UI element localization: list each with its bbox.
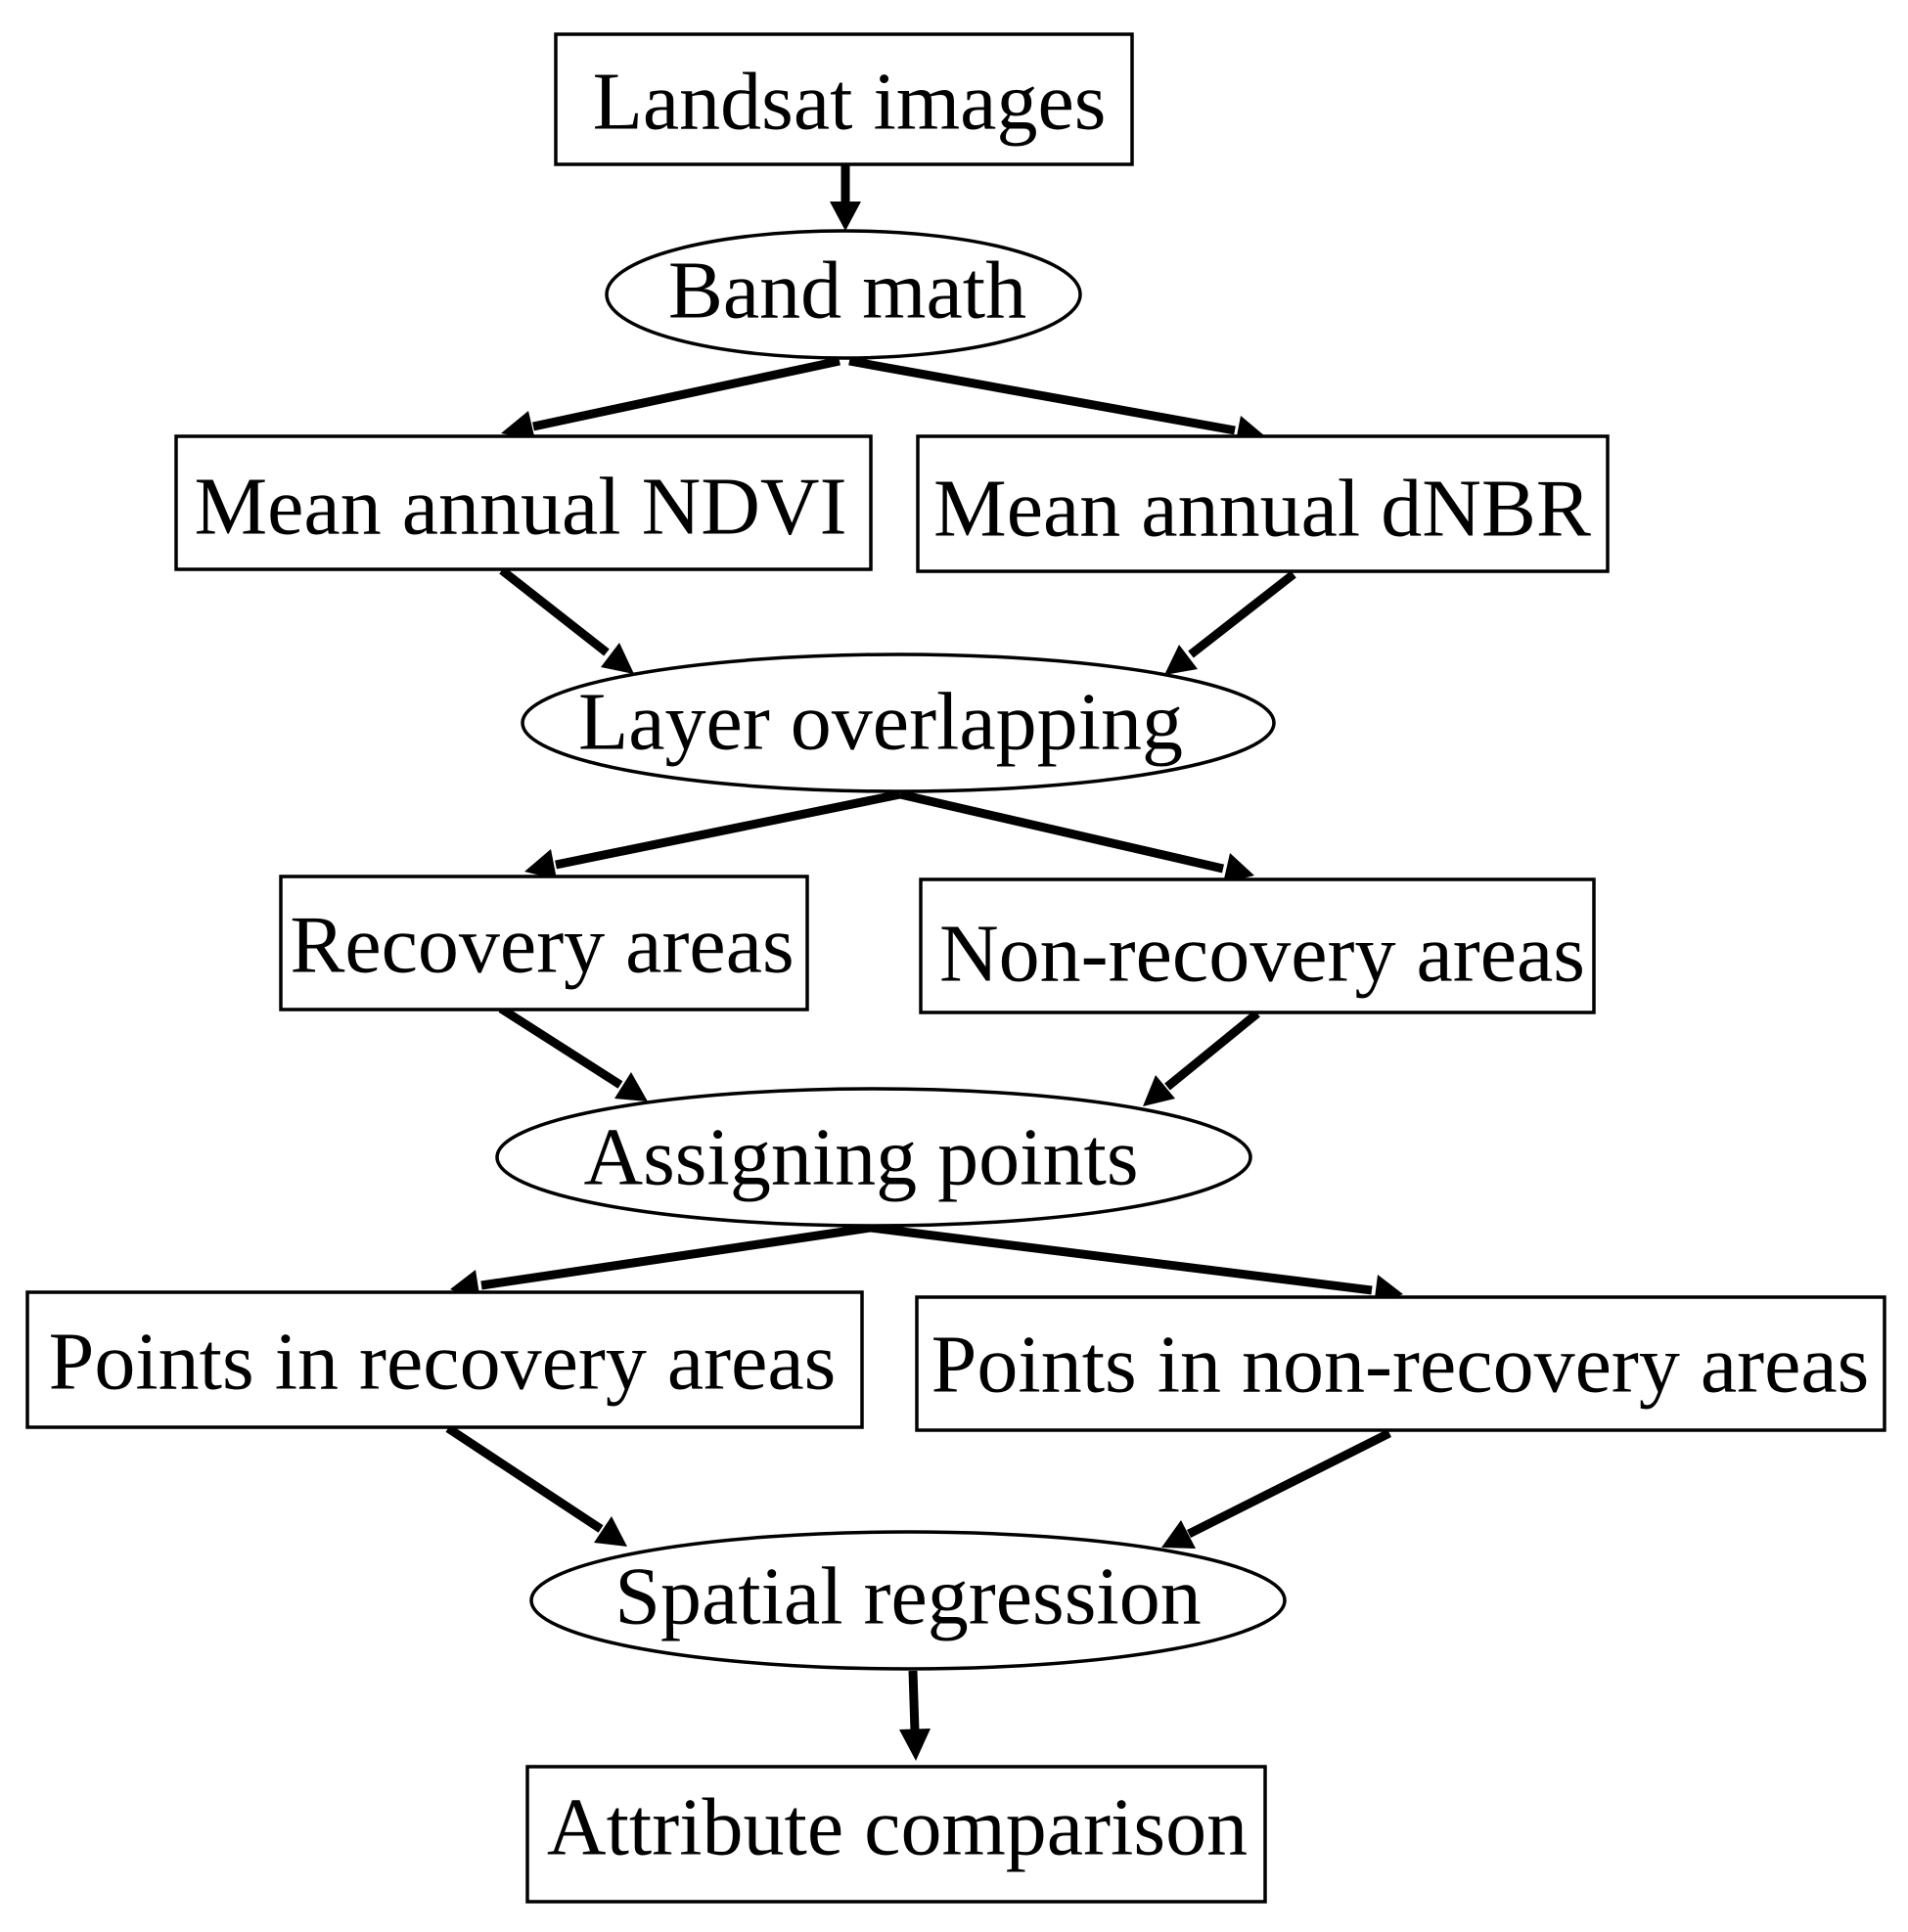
node-mean-annual-dnbr-box	[916, 434, 1610, 573]
node-mean-annual-ndvi: Mean annual NDVI	[174, 434, 873, 571]
node-mean-annual-ndvi-box	[174, 434, 873, 571]
node-mean-annual-ndvi-label: Mean annual NDVI	[194, 462, 846, 553]
arrow-non-recovery-to-assigning-points	[1143, 1010, 1260, 1106]
node-points-in-non-recovery-areas-box	[915, 1295, 1886, 1432]
node-mean-annual-dnbr: Mean annual dNBR	[916, 434, 1610, 573]
node-non-recovery-areas: Non-recovery areas	[919, 877, 1596, 1014]
node-recovery-areas-box	[279, 875, 809, 1011]
node-points-in-recovery-areas-box	[25, 1290, 864, 1429]
arrow-band-math-to-ndvi	[501, 356, 840, 440]
node-attribute-comparison: Attribute comparison	[525, 1765, 1267, 1904]
node-landsat-images-label: Landsat images	[593, 57, 1107, 148]
node-band-math-label: Band math	[668, 246, 1026, 337]
node-spatial-regression: Spatial regression	[529, 1530, 1287, 1671]
node-points-in-recovery-areas-label: Points in recovery areas	[49, 1317, 837, 1408]
node-landsat-images: Landsat images	[554, 32, 1134, 166]
node-layer-overlapping: Layer overlapping	[521, 652, 1276, 793]
node-landsat-images-box	[554, 32, 1134, 166]
node-attribute-comparison-box	[525, 1765, 1267, 1904]
node-points-in-recovery-areas: Points in recovery areas	[25, 1290, 864, 1429]
node-assigning-points-oval	[495, 1087, 1252, 1228]
node-mean-annual-dnbr-label: Mean annual dNBR	[933, 464, 1591, 555]
arrow-spatial-regression-to-attribute-comparison	[899, 1670, 931, 1761]
node-band-math-oval	[605, 229, 1082, 360]
arrow-points-non-recovery-to-spatial-regression	[1161, 1428, 1392, 1549]
node-non-recovery-areas-box	[919, 877, 1596, 1014]
node-points-in-non-recovery-areas: Points in non-recovery areas	[915, 1295, 1886, 1432]
node-layer-overlapping-label: Layer overlapping	[578, 677, 1183, 768]
arrow-recovery-to-assigning-points	[498, 1005, 648, 1101]
node-recovery-areas: Recovery areas	[279, 875, 809, 1011]
arrow-dnbr-to-layer-overlapping	[1164, 570, 1296, 675]
arrow-assigning-points-to-points-non-recovery	[870, 1223, 1403, 1306]
node-spatial-regression-oval	[529, 1530, 1287, 1671]
node-non-recovery-areas-label: Non-recovery areas	[939, 909, 1585, 1000]
arrow-band-math-to-dnbr	[848, 356, 1265, 446]
node-attribute-comparison-label: Attribute comparison	[547, 1782, 1248, 1873]
node-layer: Landsat images Band math Mean annual NDV…	[25, 32, 1886, 1904]
arrow-layer-overlapping-to-non-recovery	[898, 789, 1254, 883]
node-points-in-non-recovery-areas-label: Points in non-recovery areas	[931, 1320, 1870, 1411]
arrow-landsat-to-band-math	[830, 164, 861, 231]
arrow-layer-overlapping-to-recovery	[524, 789, 901, 879]
arrow-points-recovery-to-spatial-regression	[445, 1424, 627, 1547]
arrow-assigning-points-to-points-recovery	[450, 1223, 872, 1301]
arrow-ndvi-to-layer-overlapping	[499, 566, 634, 674]
node-assigning-points: Assigning points	[495, 1087, 1252, 1228]
node-assigning-points-label: Assigning points	[583, 1112, 1138, 1203]
node-layer-overlapping-oval	[521, 652, 1276, 793]
node-band-math: Band math	[605, 229, 1082, 360]
node-recovery-areas-label: Recovery areas	[290, 900, 794, 991]
node-spatial-regression-label: Spatial regression	[614, 1551, 1202, 1642]
edge-layer	[445, 164, 1403, 1761]
